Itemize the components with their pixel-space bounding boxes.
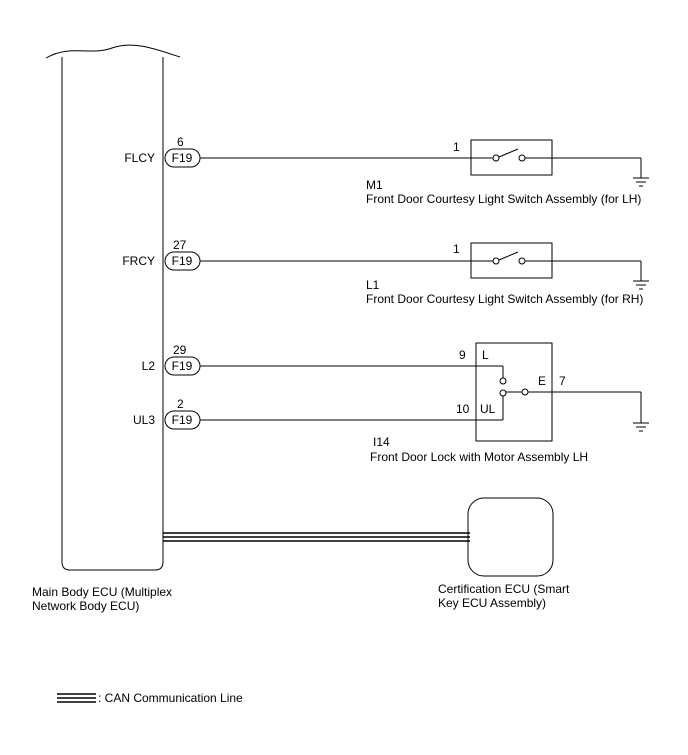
pin-number-frcy: 27 [173, 238, 187, 252]
switch-rh-name: Front Door Courtesy Light Switch Assembl… [366, 292, 643, 306]
signal-label-l2: L2 [142, 359, 156, 373]
can-bus-line [163, 532, 470, 542]
courtesy-switch-lh [470, 139, 649, 187]
main-ecu-label-line1: Main Body ECU (Multiplex [32, 585, 172, 599]
switch-lh-name: Front Door Courtesy Light Switch Assembl… [366, 192, 641, 206]
switch-lh-code: M1 [366, 178, 383, 192]
certification-ecu [467, 497, 554, 577]
connector-label-l2: F19 [172, 359, 193, 373]
cert-ecu-label-line1: Certification ECU (Smart [438, 582, 570, 596]
switch-rh-code: L1 [366, 278, 380, 292]
can-legend-label: : CAN Communication Line [98, 691, 243, 705]
pin-number-ul3: 2 [177, 397, 184, 411]
door-lock-motor-assembly [475, 342, 649, 442]
pin-number-l2: 29 [173, 343, 187, 357]
switch-rh-pin: 1 [453, 242, 460, 256]
switch-lh-pin: 1 [453, 140, 460, 154]
connector-label-ul3: F19 [172, 413, 193, 427]
lock-label-e: E [538, 374, 546, 388]
signal-label-ul3: UL3 [133, 413, 155, 427]
lock-pin-e: 7 [559, 374, 566, 388]
signal-label-flcy: FLCY [124, 151, 155, 165]
signal-label-frcy: FRCY [122, 254, 155, 268]
main-ecu-label-line2: Network Body ECU) [32, 599, 139, 613]
courtesy-switch-rh [470, 242, 649, 290]
door-lock-code: I14 [373, 435, 390, 449]
cert-ecu-label-line2: Key ECU Assembly) [438, 596, 546, 610]
pin-number-flcy: 6 [177, 135, 184, 149]
door-lock-name: Front Door Lock with Motor Assembly LH [370, 450, 588, 464]
lock-pin-l: 9 [459, 348, 466, 362]
lock-label-l: L [482, 348, 489, 362]
lock-pin-ul: 10 [456, 402, 470, 416]
connector-label-frcy: F19 [172, 254, 193, 268]
can-legend-symbol [57, 693, 96, 703]
lock-label-ul: UL [480, 402, 496, 416]
connector-label-flcy: F19 [172, 151, 193, 165]
main-body-ecu [45, 44, 181, 571]
